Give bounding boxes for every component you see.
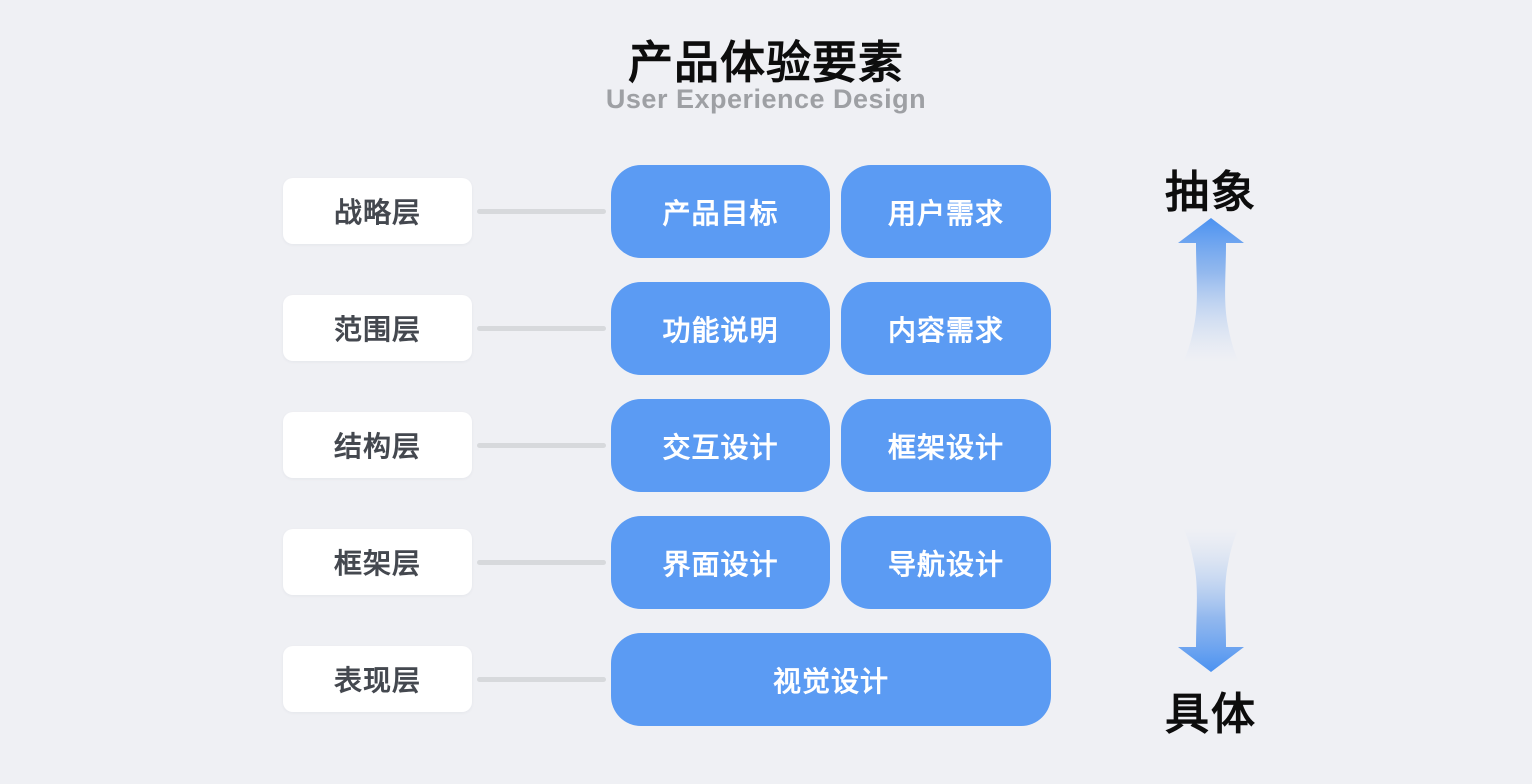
element-box: 内容需求 [841,282,1051,375]
layer-label: 结构层 [283,412,472,478]
layer-row-structure: 结构层 交互设计 框架设计 [0,399,1532,492]
element-box: 用户需求 [841,165,1051,258]
connector-line [477,209,606,214]
up-arrow-icon [1178,218,1244,362]
element-box: 视觉设计 [611,633,1051,726]
connector-line [477,326,606,331]
layer-row-strategy: 战略层 产品目标 用户需求 [0,165,1532,258]
layer-row-skeleton: 框架层 界面设计 导航设计 [0,516,1532,609]
axis-abstract-label: 抽象 [1165,168,1257,217]
layer-row-scope: 范围层 功能说明 内容需求 [0,282,1532,375]
layer-label: 战略层 [283,178,472,244]
page-title: 产品体验要素 [627,37,904,88]
layer-label: 框架层 [283,529,472,595]
connector-line [477,677,606,682]
page-subtitle: User Experience Design [605,84,927,114]
layer-label: 范围层 [283,295,472,361]
layer-label: 表现层 [283,646,472,712]
element-box: 功能说明 [611,282,830,375]
layer-row-surface: 表现层 视觉设计 [0,633,1532,726]
connector-line [477,443,606,448]
element-box: 交互设计 [611,399,830,492]
connector-line [477,560,606,565]
element-box: 导航设计 [841,516,1051,609]
element-box: 界面设计 [611,516,830,609]
element-box: 框架设计 [841,399,1051,492]
element-box: 产品目标 [611,165,830,258]
down-arrow-icon [1178,528,1244,672]
axis-concrete-label: 具体 [1165,690,1257,739]
